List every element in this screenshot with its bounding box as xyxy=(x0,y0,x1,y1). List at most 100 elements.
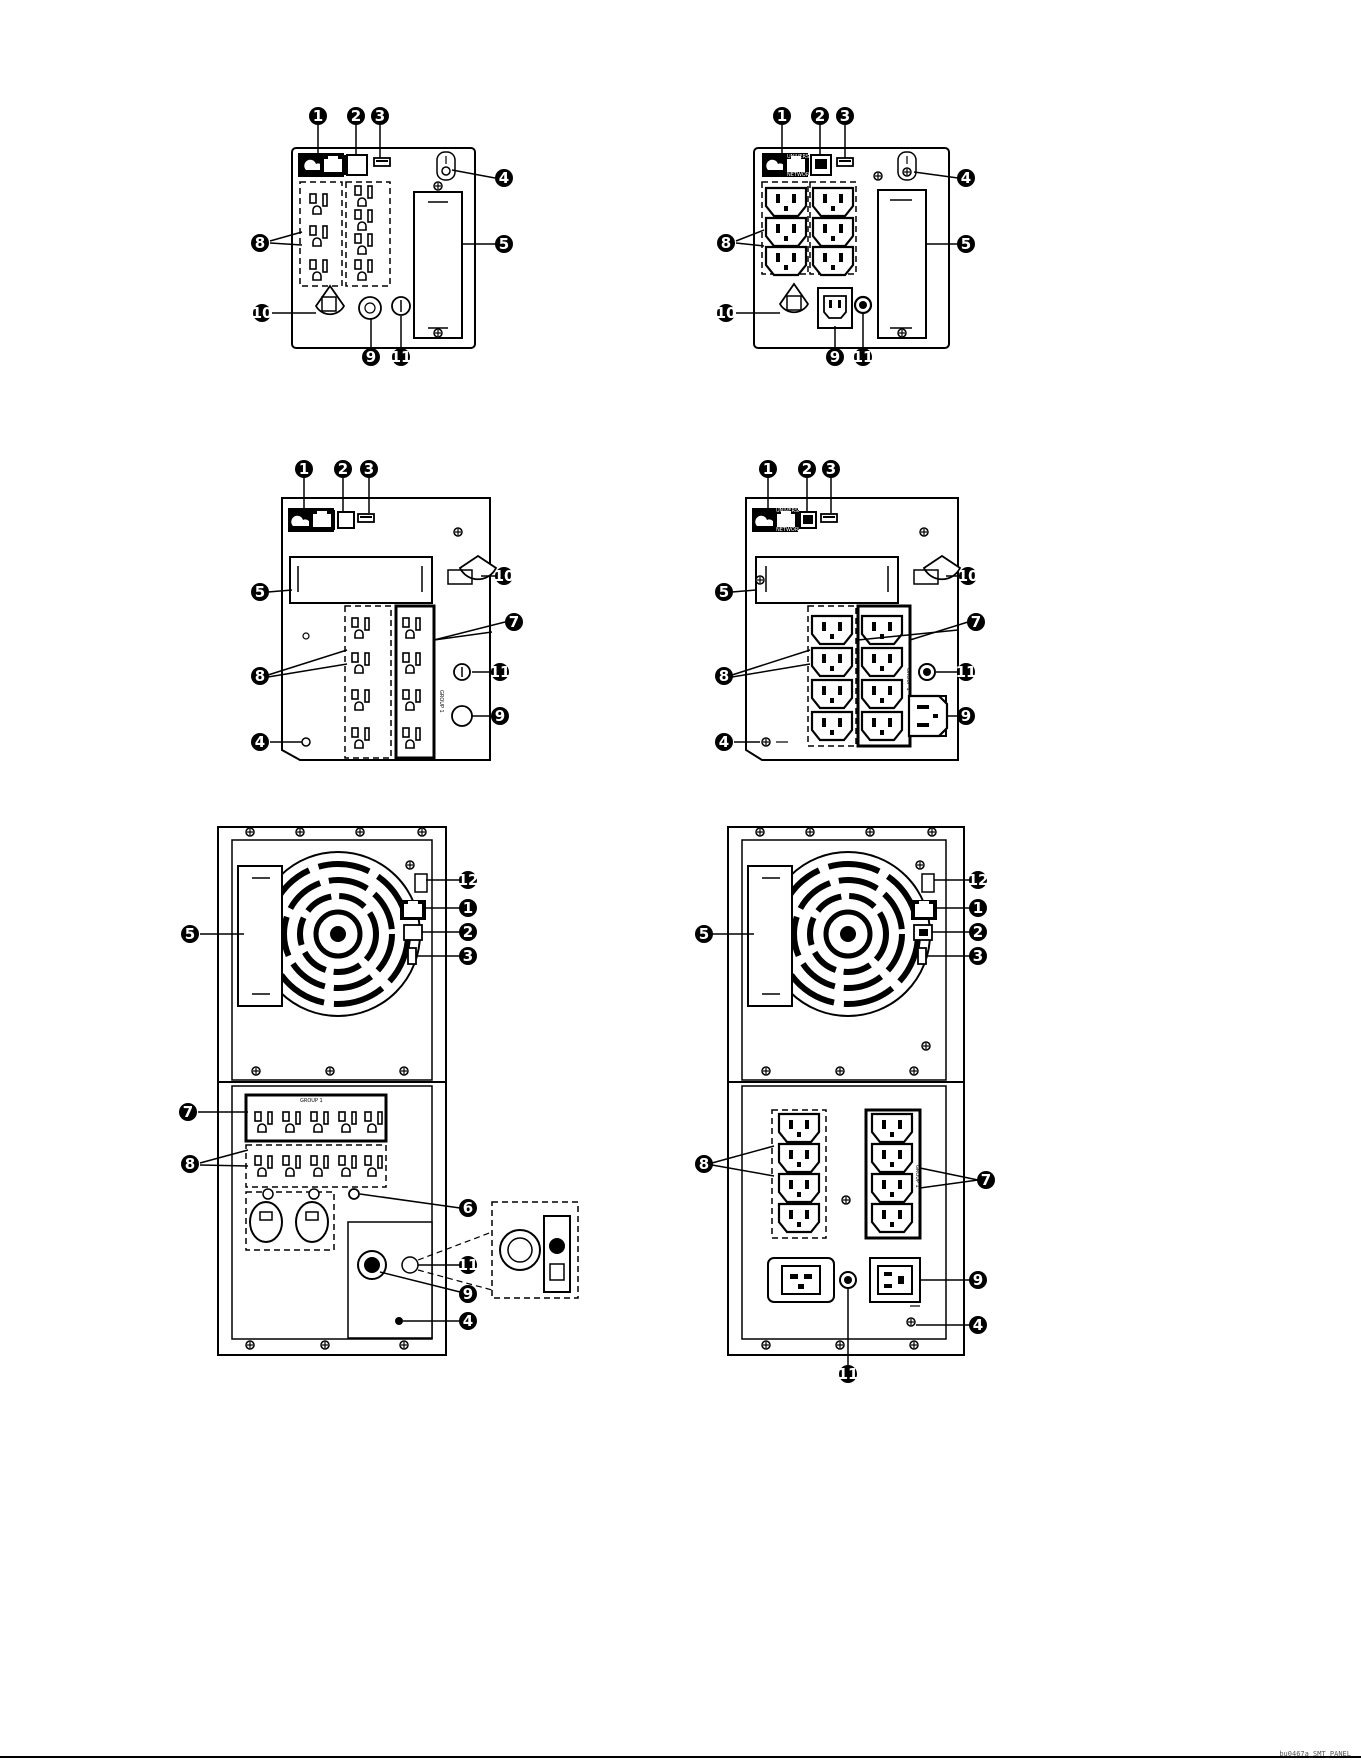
panel-3-callout-4: 4 xyxy=(251,733,269,751)
panel-2-callout-4: 4 xyxy=(957,169,975,187)
callout-number: 6 xyxy=(463,1199,473,1217)
panel-5-callout-3: 3 xyxy=(459,947,477,965)
panel-1-callout-9: 9 xyxy=(362,348,380,366)
panel-5-callout-8: 8 xyxy=(181,1155,199,1173)
callout-number: 5 xyxy=(719,583,729,601)
panel-1-ups-rear xyxy=(270,125,496,348)
panel-3-callout-9: 9 xyxy=(491,707,509,725)
panel-2-callout-2: 2 xyxy=(811,107,829,125)
panel-6-callout-11: 11 xyxy=(838,1365,859,1383)
input-power-inlet xyxy=(870,1258,920,1302)
callout-number: 10 xyxy=(494,567,515,585)
callout-number: 8 xyxy=(699,1155,709,1173)
callout-number: 3 xyxy=(463,947,473,965)
callout-number: 3 xyxy=(973,947,983,965)
port-label-network: NETWORK xyxy=(787,172,813,178)
panel-2-callout-8: 8 xyxy=(717,234,735,252)
callout-number: 1 xyxy=(777,107,787,125)
callout-number: 3 xyxy=(364,460,374,478)
panel-5-ups-tower-rear: GROUP 1 xyxy=(198,827,578,1355)
smart-slot xyxy=(290,557,432,603)
panel-5-callout-11: 11 xyxy=(458,1256,479,1274)
callout-number: 4 xyxy=(255,733,265,751)
callout-number: 1 xyxy=(299,460,309,478)
callout-number: 2 xyxy=(815,107,825,125)
group-label: GROUP 1 xyxy=(300,1098,323,1104)
panel-3-callout-5: 5 xyxy=(251,583,269,601)
group-label: GROUP 1 xyxy=(905,668,911,691)
panel-6-callout-9: 9 xyxy=(969,1271,987,1289)
panel-1-callout-11: 11 xyxy=(391,348,412,366)
panel-3-callout-2: 2 xyxy=(334,460,352,478)
callout-number: 8 xyxy=(185,1155,195,1173)
surge-only-outlets: GROUP 1 xyxy=(866,1110,920,1238)
callout-number: 11 xyxy=(391,348,412,366)
callout-number: 9 xyxy=(463,1285,473,1303)
group-label: GROUP 1 xyxy=(438,690,444,713)
panel-3-callout-11: 11 xyxy=(490,663,511,681)
callout-number: 10 xyxy=(716,304,737,322)
panel-1-callout-3: 3 xyxy=(371,107,389,125)
callout-number: 10 xyxy=(252,304,273,322)
panel-5-callout-4: 4 xyxy=(459,1312,477,1330)
callout-number: 2 xyxy=(463,923,473,941)
dry-contact-port xyxy=(415,874,427,892)
panel-4-callout-10: 10 xyxy=(958,567,979,585)
panel-2-callout-1: 1 xyxy=(773,107,791,125)
serial-port xyxy=(347,155,367,175)
callout-number: 4 xyxy=(463,1312,473,1330)
callout-number: 10 xyxy=(958,567,979,585)
callout-number: 7 xyxy=(509,613,519,631)
callout-number: 3 xyxy=(840,107,850,125)
panel-3-callout-10: 10 xyxy=(494,567,515,585)
callout-number: 7 xyxy=(981,1171,991,1189)
callout-number: 4 xyxy=(719,733,729,751)
panel-1-callout-10: 10 xyxy=(252,304,273,322)
panel-3-callout-8: 8 xyxy=(251,667,269,685)
panel-5-callout-6: 6 xyxy=(459,1199,477,1217)
port-label-network: NETWORK xyxy=(776,527,802,533)
callout-number: 3 xyxy=(375,107,385,125)
callout-number: 9 xyxy=(366,348,376,366)
callout-number: 8 xyxy=(719,667,729,685)
callout-number: 9 xyxy=(973,1271,983,1289)
callout-number: 7 xyxy=(183,1103,193,1121)
callout-number: 2 xyxy=(338,460,348,478)
callout-number: 2 xyxy=(802,460,812,478)
input-power-cord xyxy=(359,297,381,319)
callout-number: 1 xyxy=(973,899,983,917)
panel-3-callout-3: 3 xyxy=(360,460,378,478)
footer-rule xyxy=(0,1756,1361,1758)
surge-only-outlets: GROUP 1 xyxy=(858,606,911,746)
network-management-port xyxy=(298,153,346,177)
battery-backup-outlets xyxy=(772,1110,826,1238)
callout-number: 3 xyxy=(826,460,836,478)
panel-4-ups-rear: UNIVERSAL NETWORK GROUP 1 xyxy=(732,478,968,760)
callout-number: 5 xyxy=(185,925,195,943)
callout-number: 2 xyxy=(973,923,983,941)
callout-number: 12 xyxy=(458,871,479,889)
panel-6-callout-5: 5 xyxy=(695,925,713,943)
callout-number: 5 xyxy=(499,235,509,253)
smart-slot xyxy=(414,192,462,338)
panel-6-callout-7: 7 xyxy=(977,1171,995,1189)
callout-number: 1 xyxy=(763,460,773,478)
panel-2-callout-11: 11 xyxy=(853,348,874,366)
callout-number: 1 xyxy=(313,107,323,125)
panel-2-callout-5: 5 xyxy=(957,235,975,253)
callout-number: 1 xyxy=(463,899,473,917)
network-management-port: UNIVERSAL NETWORK xyxy=(752,508,805,533)
callout-number: 4 xyxy=(961,169,971,187)
panel-4-callout-8: 8 xyxy=(715,667,733,685)
callout-number: 4 xyxy=(973,1316,983,1334)
callout-number: 9 xyxy=(830,348,840,366)
panel-1-callout-8: 8 xyxy=(251,234,269,252)
usb-port xyxy=(374,158,390,166)
callout-number: 5 xyxy=(699,925,709,943)
panel-1-callout-1: 1 xyxy=(309,107,327,125)
callout-number: 8 xyxy=(255,667,265,685)
panel-4-callout-1: 1 xyxy=(759,460,777,478)
panel-5-callout-2: 2 xyxy=(459,923,477,941)
panel-3-ups-rear: GROUP 1 xyxy=(268,478,505,760)
